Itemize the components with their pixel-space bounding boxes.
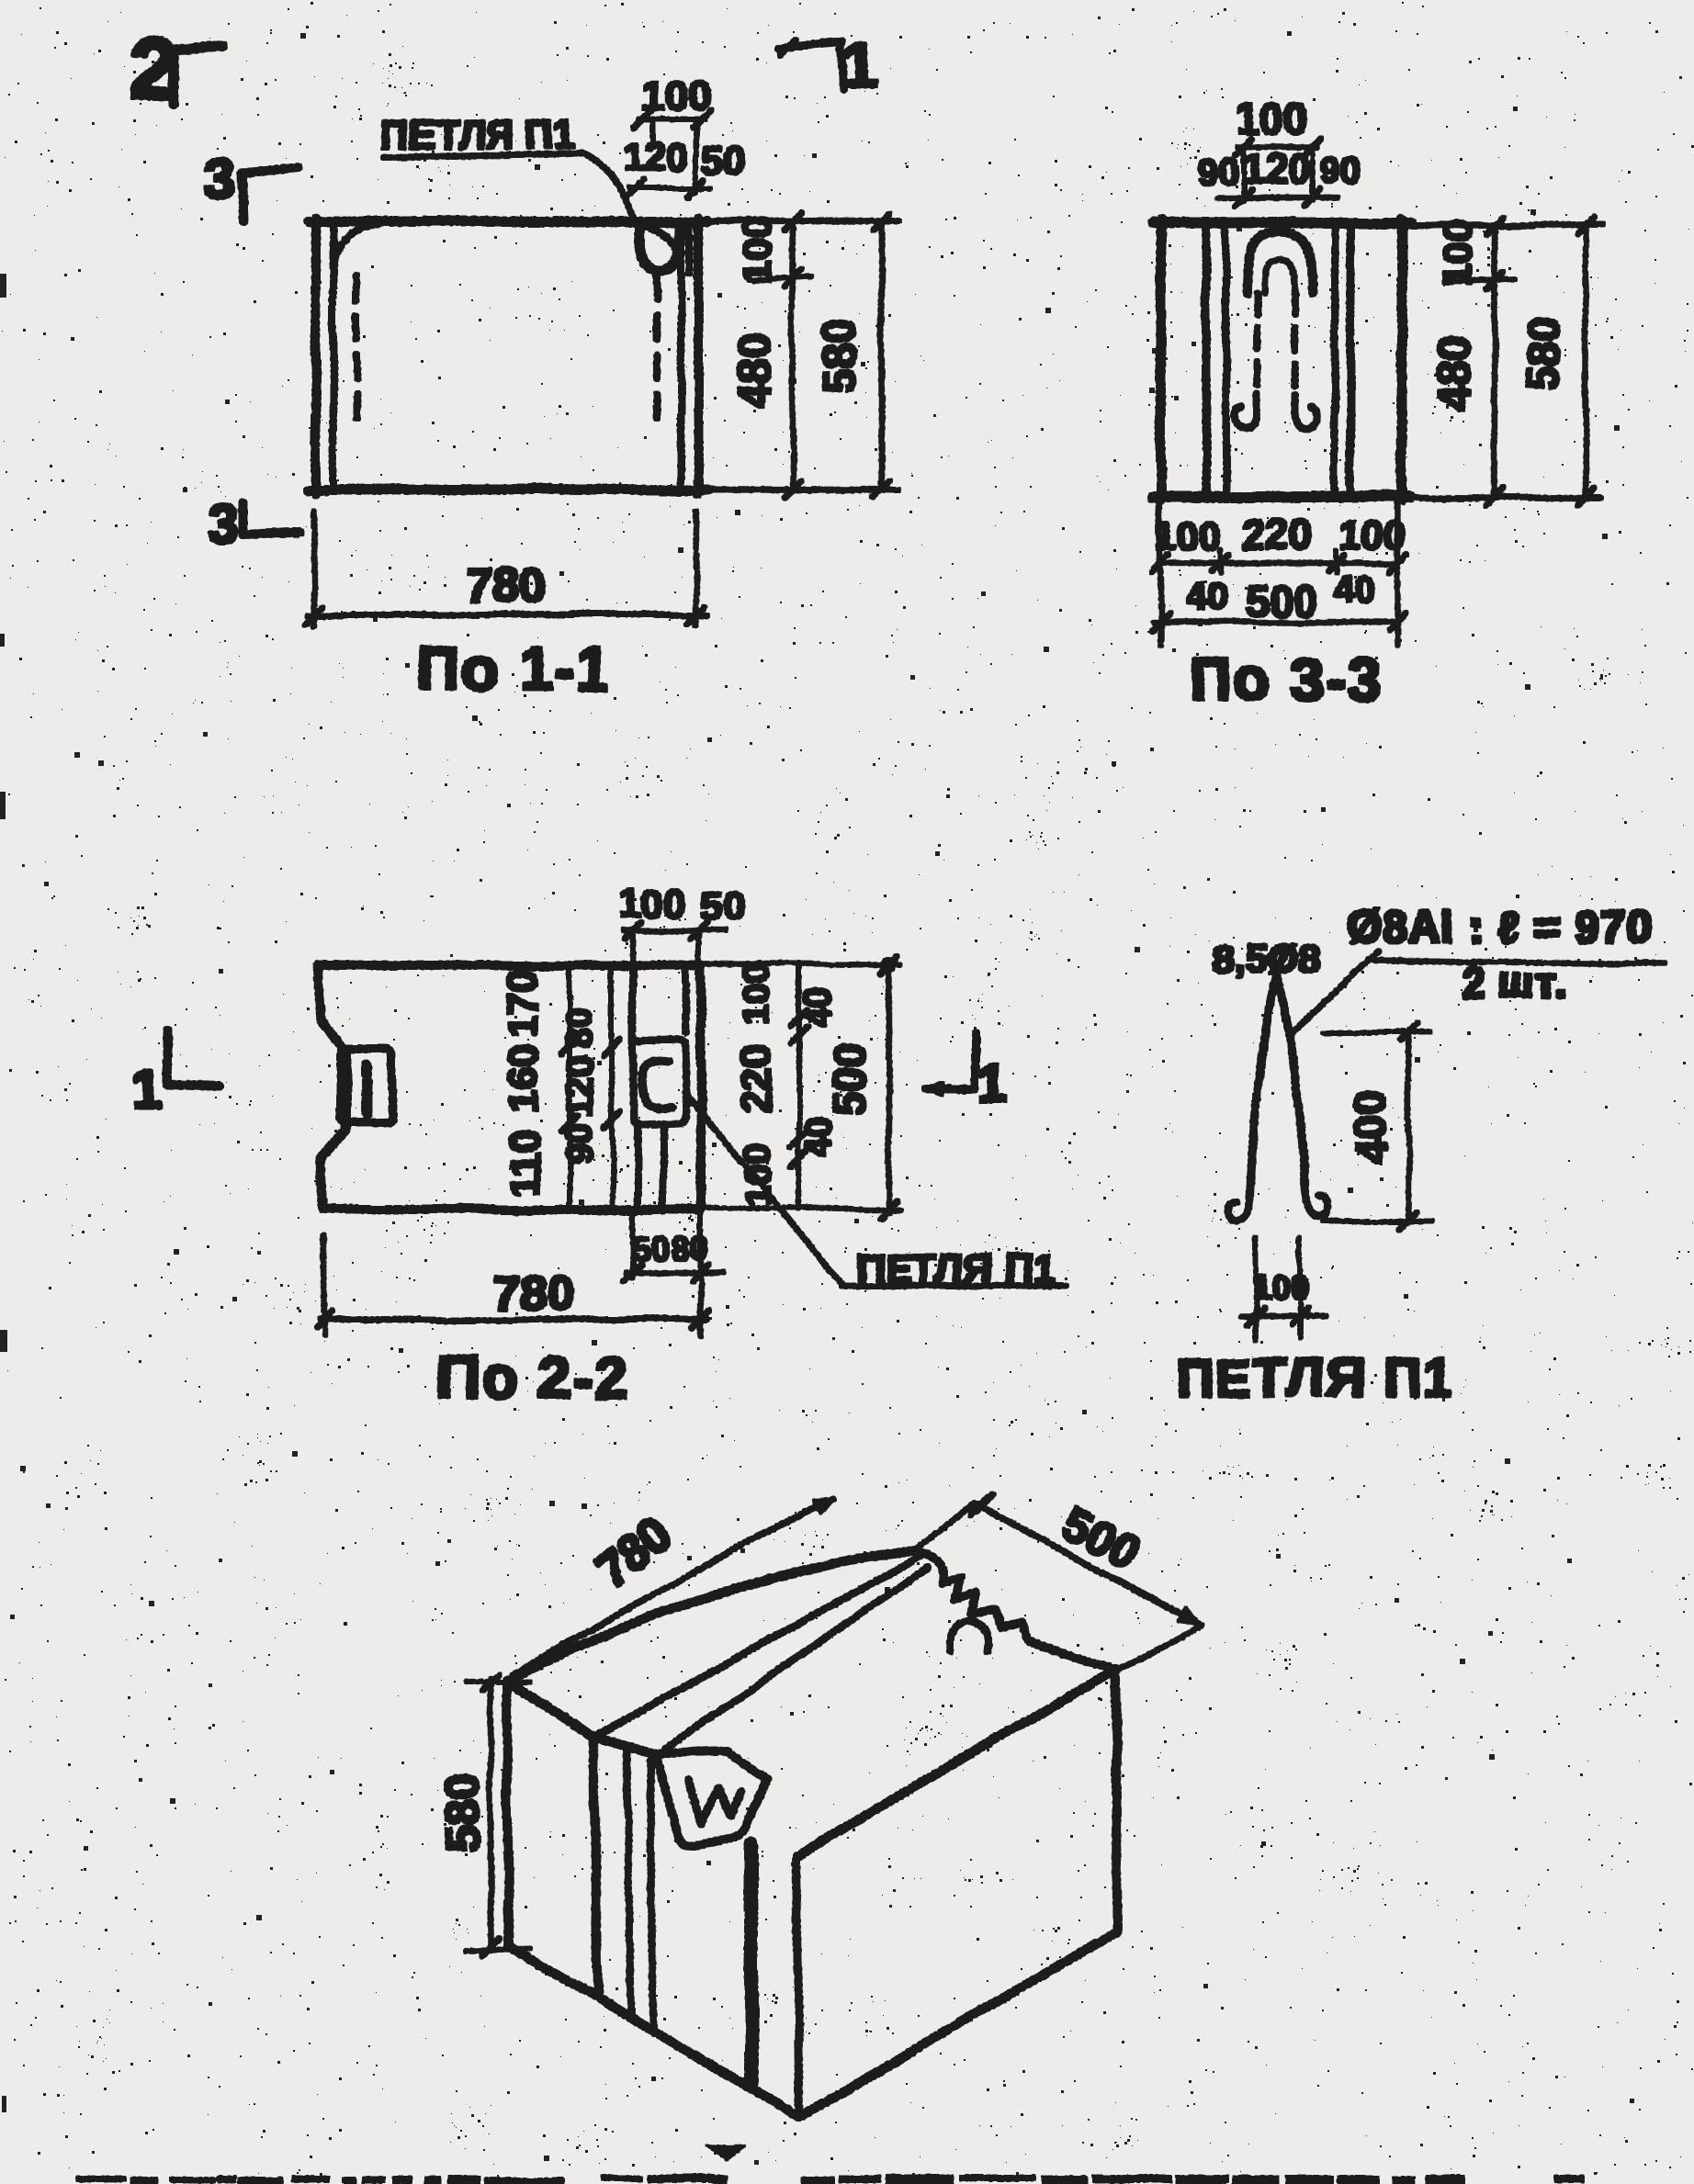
svg-text:По 2-2: По 2-2	[436, 1344, 629, 1411]
svg-text:100: 100	[1436, 220, 1480, 287]
svg-text:480: 480	[1430, 335, 1480, 411]
svg-text:1: 1	[132, 1059, 162, 1119]
svg-text:100: 100	[1155, 514, 1221, 558]
svg-text:По 3-3: По 3-3	[1190, 646, 1383, 713]
svg-text:1: 1	[842, 30, 877, 101]
svg-text:40: 40	[797, 987, 838, 1029]
svg-text:100: 100	[736, 963, 776, 1024]
svg-text:780: 780	[494, 1267, 574, 1321]
svg-text:100: 100	[641, 73, 710, 119]
svg-text:120: 120	[622, 136, 688, 180]
svg-text:8,5Ø8: 8,5Ø8	[1212, 937, 1319, 981]
svg-text:40: 40	[1333, 569, 1374, 610]
svg-text:160: 160	[500, 1043, 547, 1112]
svg-text:2 шт.: 2 шт.	[1461, 958, 1566, 1007]
svg-text:120: 120	[560, 1056, 601, 1118]
svg-text:220: 220	[732, 1043, 779, 1112]
svg-text:90: 90	[1198, 152, 1239, 192]
svg-text:90: 90	[559, 1123, 599, 1165]
svg-text:90: 90	[1321, 151, 1362, 191]
svg-text:По 1-1: По 1-1	[418, 635, 611, 702]
svg-text:40: 40	[1186, 577, 1227, 617]
svg-text:580: 580	[436, 1773, 490, 1852]
svg-text:220: 220	[1242, 510, 1314, 558]
svg-text:100: 100	[1237, 94, 1308, 142]
svg-text:580: 580	[1519, 317, 1569, 392]
svg-text:400: 400	[1346, 1092, 1395, 1164]
svg-text:40: 40	[799, 1117, 840, 1158]
svg-text:1: 1	[978, 1054, 1008, 1114]
svg-text:50: 50	[702, 139, 746, 183]
svg-text:110: 110	[502, 1130, 548, 1197]
svg-text:3: 3	[203, 148, 233, 209]
svg-text:780: 780	[467, 559, 547, 613]
svg-text:500: 500	[825, 1043, 874, 1115]
svg-text:Ø8АI : ℓ = 970: Ø8АI : ℓ = 970	[1346, 903, 1652, 952]
svg-text:170: 170	[499, 968, 546, 1037]
svg-text:80: 80	[559, 1008, 600, 1050]
svg-text:50: 50	[631, 1230, 669, 1267]
svg-text:3: 3	[209, 494, 239, 556]
svg-text:ПЕТЛЯ П1: ПЕТЛЯ П1	[1177, 1348, 1455, 1408]
svg-text:100: 100	[1339, 513, 1406, 557]
svg-text:500: 500	[1245, 576, 1316, 625]
svg-text:100: 100	[1251, 1269, 1309, 1308]
svg-text:ПЕТЛЯ П1: ПЕТЛЯ П1	[855, 1246, 1056, 1291]
svg-text:ПЕТЛЯ П1: ПЕТЛЯ П1	[380, 113, 576, 157]
svg-text:100: 100	[736, 218, 780, 284]
svg-text:580: 580	[816, 318, 865, 393]
svg-text:480: 480	[730, 332, 780, 408]
svg-text:80: 80	[671, 1230, 708, 1267]
svg-text:120: 120	[1241, 145, 1310, 192]
svg-text:100: 100	[619, 882, 685, 926]
